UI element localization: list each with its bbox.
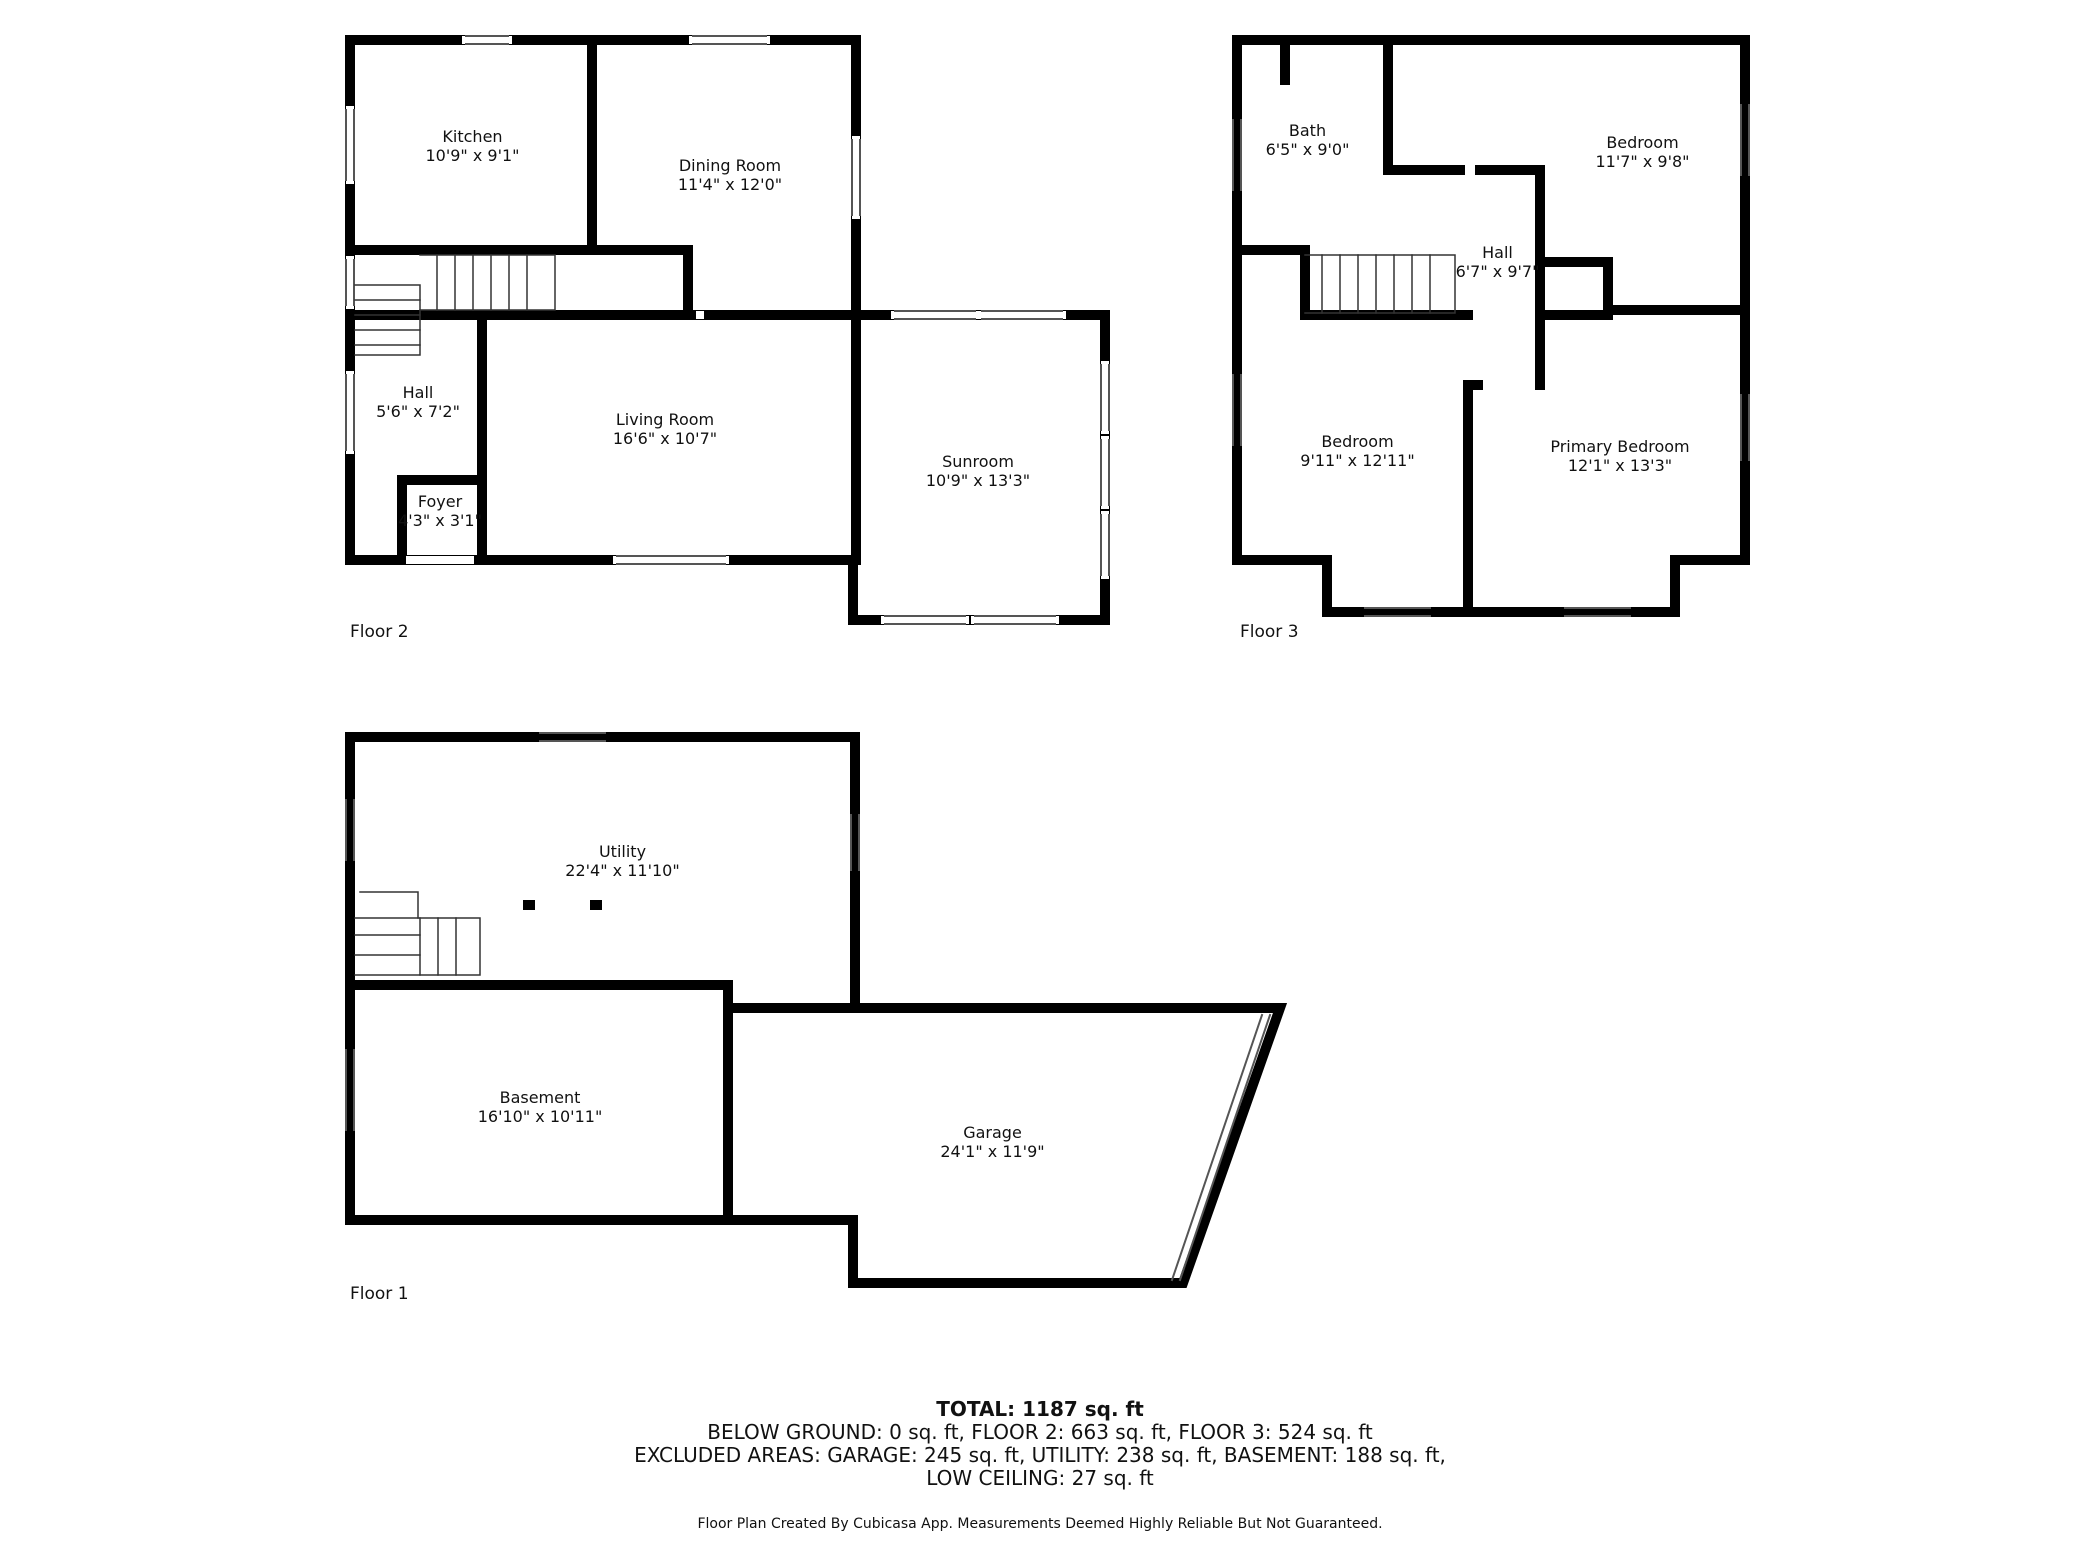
floor-1-walls <box>345 732 1288 1288</box>
floor-1-label: Floor 1 <box>350 1284 409 1304</box>
room-living-room: Living Room 16'6" x 10'7" <box>612 410 718 448</box>
room-dining-room: Dining Room 11'4" x 12'0" <box>677 156 783 194</box>
room-garage: Garage 24'1" x 11'9" <box>940 1123 1045 1161</box>
summary-line-3: LOW CEILING: 27 sq. ft <box>926 1466 1154 1490</box>
total-area: TOTAL: 1187 sq. ft <box>936 1397 1144 1421</box>
summary-line-1: BELOW GROUND: 0 sq. ft, FLOOR 2: 663 sq.… <box>707 1420 1373 1444</box>
summary-line-2: EXCLUDED AREAS: GARAGE: 245 sq. ft, UTIL… <box>634 1443 1446 1467</box>
floor-3-label: Floor 3 <box>1240 622 1299 642</box>
room-utility: Utility 22'4" x 11'10" <box>565 842 680 880</box>
room-bath: Bath 6'5" x 9'0" <box>1265 121 1350 159</box>
room-sunroom: Sunroom 10'9" x 13'3" <box>925 452 1031 490</box>
area-summary: TOTAL: 1187 sq. ft BELOW GROUND: 0 sq. f… <box>0 1398 2080 1490</box>
room-bedroom-2: Bedroom 9'11" x 12'11" <box>1300 432 1415 470</box>
floor-2-walls <box>345 35 1110 625</box>
floor-2-label: Floor 2 <box>350 622 409 642</box>
room-hall-floor-2: Hall 5'6" x 7'2" <box>376 383 460 421</box>
room-basement: Basement 16'10" x 10'11" <box>477 1088 603 1126</box>
room-foyer: Foyer 4'3" x 3'1" <box>398 492 482 530</box>
room-kitchen: Kitchen 10'9" x 9'1" <box>425 127 520 165</box>
floor-3-walls <box>1232 35 1750 617</box>
room-bedroom-1: Bedroom 11'7" x 9'8" <box>1595 133 1690 171</box>
room-primary-bedroom: Primary Bedroom 12'1" x 13'3" <box>1550 437 1690 475</box>
room-hall-floor-3: Hall 6'7" x 9'7" <box>1455 243 1540 281</box>
disclaimer: Floor Plan Created By Cubicasa App. Meas… <box>697 1516 1383 1532</box>
